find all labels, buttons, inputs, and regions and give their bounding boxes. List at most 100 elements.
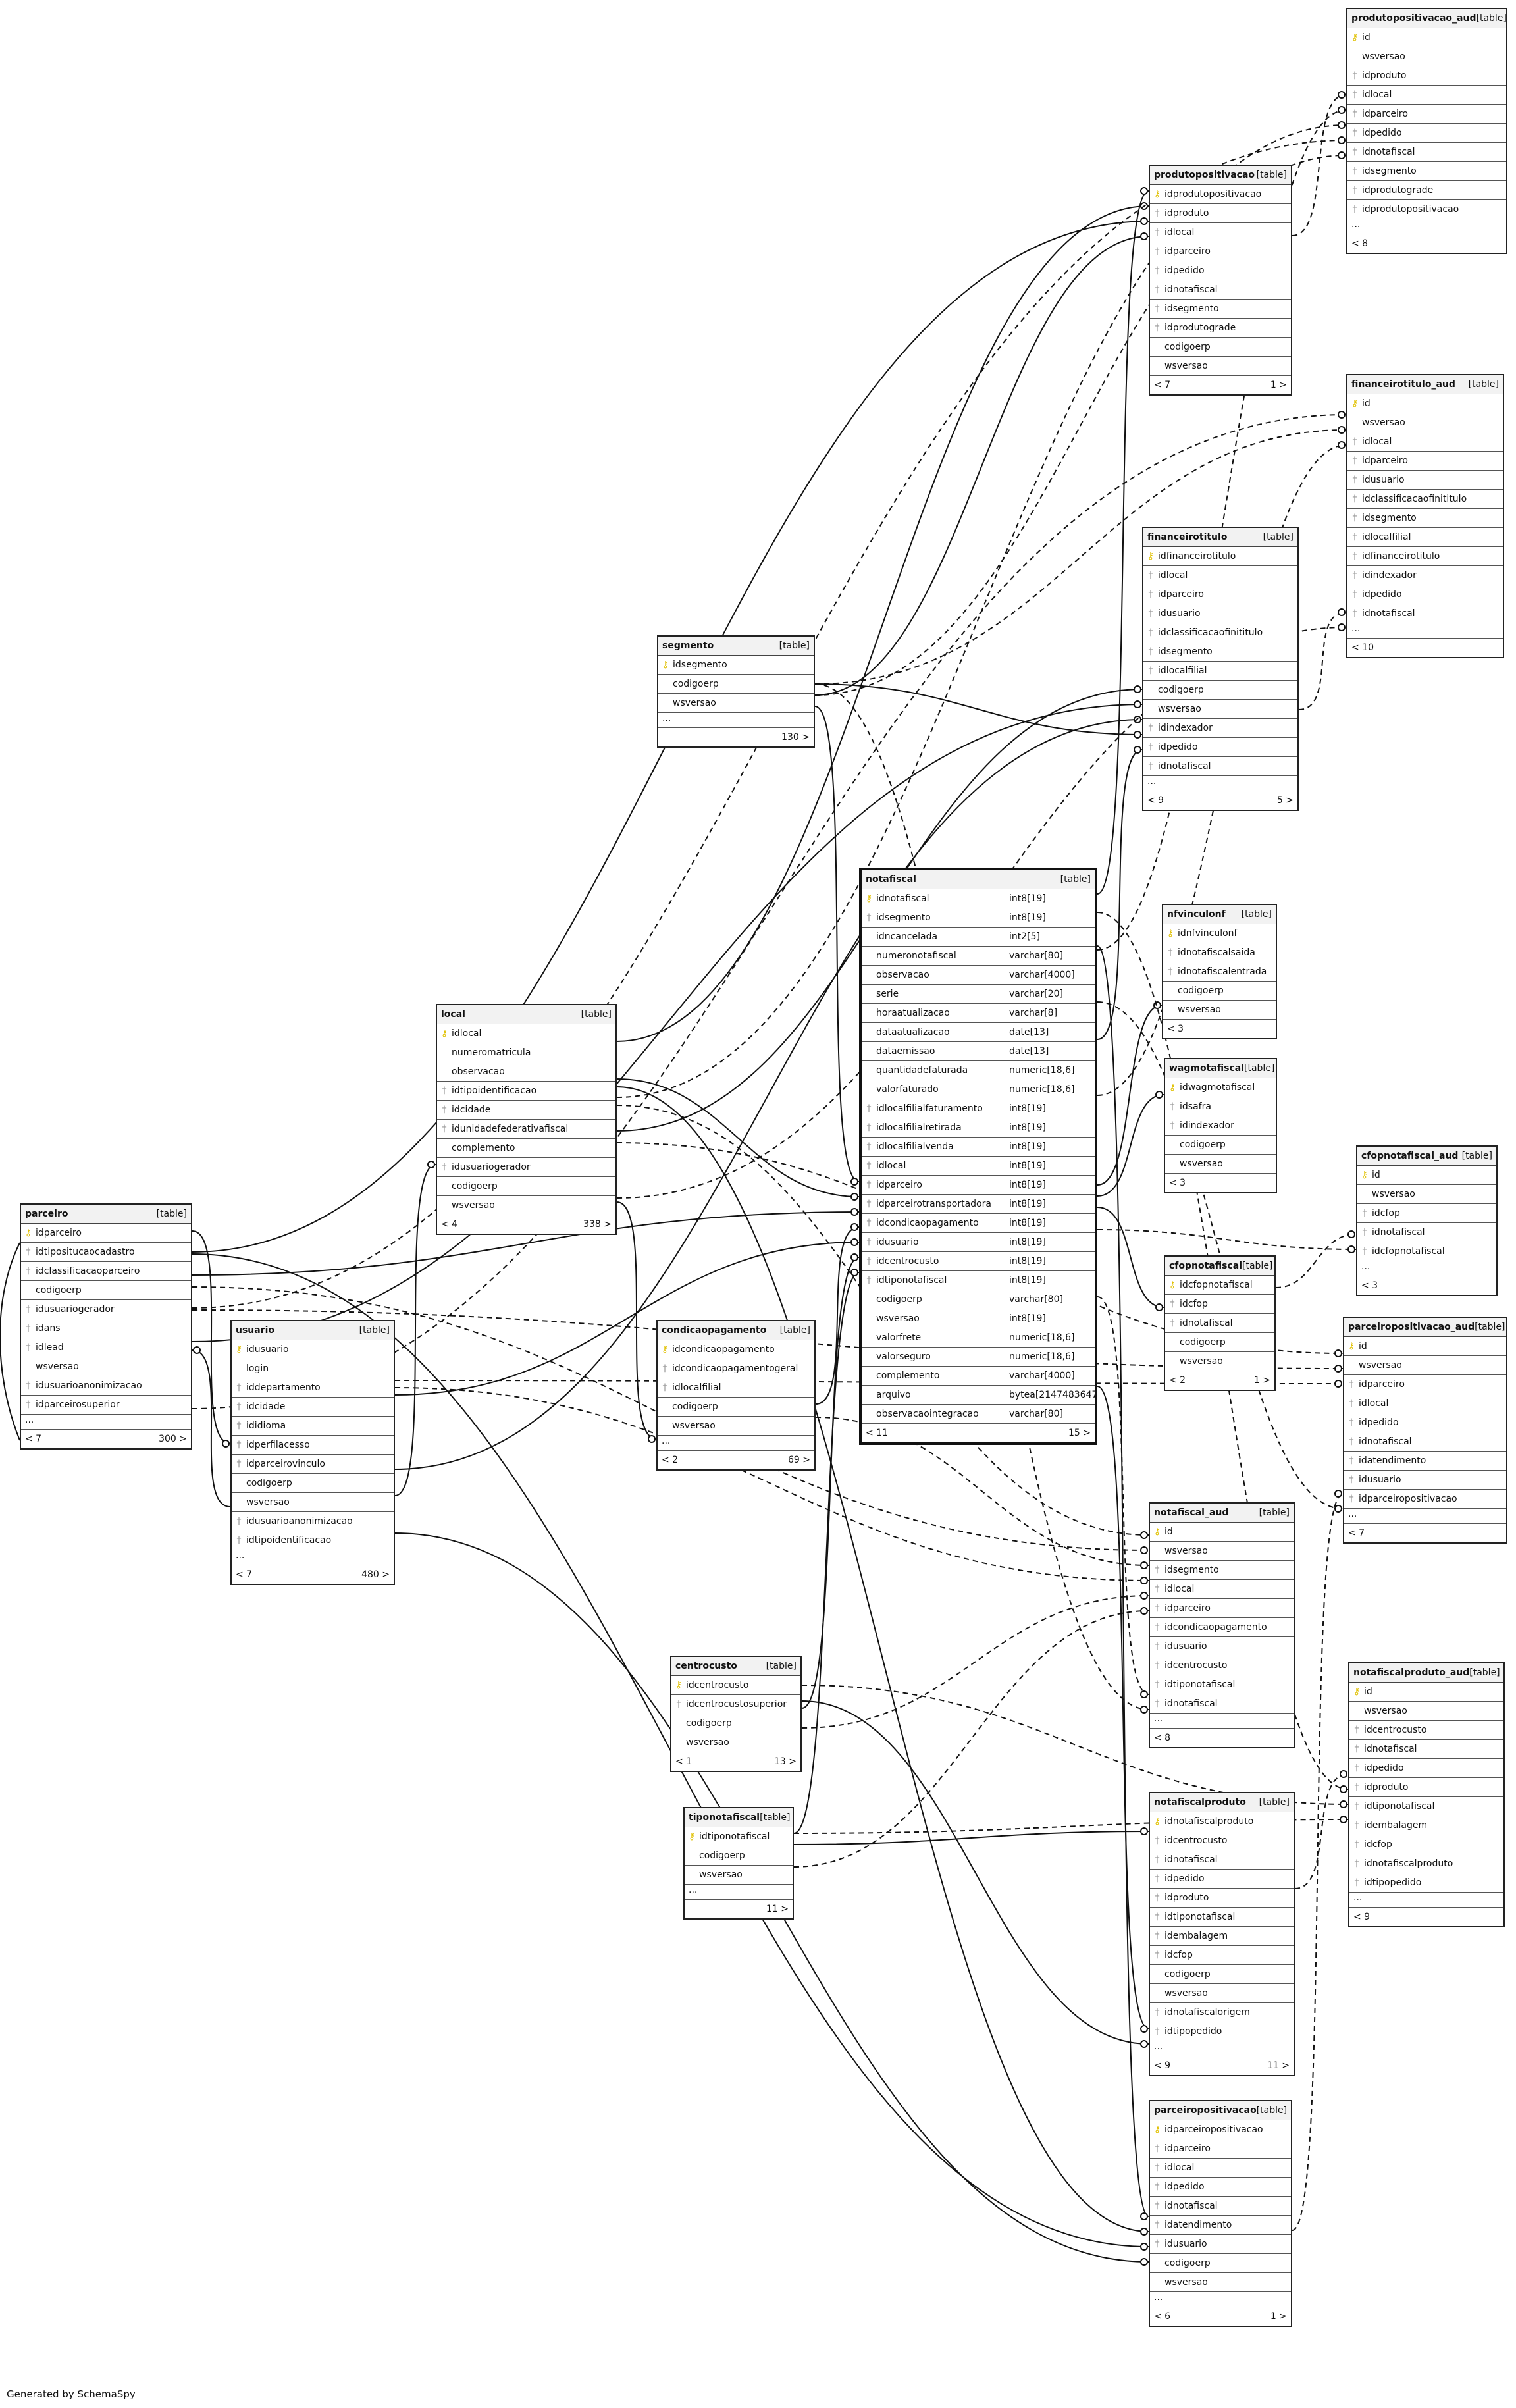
column-row[interactable]: †idindexador (1165, 1116, 1276, 1136)
column-row[interactable]: †idclassificacaoparceiro (21, 1262, 191, 1281)
column-row[interactable]: †idlocal (1347, 432, 1503, 452)
column-row[interactable]: †idatendimento (1150, 2216, 1291, 2235)
column-row[interactable]: †idtipoidentificacao (232, 1531, 394, 1550)
column-row[interactable]: ⚷idtiponotafiscal (685, 1827, 793, 1846)
column-row[interactable]: †idparceirovinculo (232, 1455, 394, 1474)
column-row[interactable]: codigoerp (1143, 681, 1297, 700)
column-row[interactable]: †ididioma (232, 1417, 394, 1436)
column-row[interactable]: ⚷id (1347, 394, 1503, 413)
column-row[interactable]: †idcentrocusto (1349, 1721, 1503, 1740)
column-row[interactable]: wsversao (437, 1196, 615, 1215)
column-row[interactable]: ⚷idparceiro (21, 1224, 191, 1243)
column-row[interactable]: login (232, 1359, 394, 1378)
column-row[interactable]: codigoerp (437, 1177, 615, 1196)
column-row[interactable]: †idsegmento (1150, 1561, 1294, 1580)
column-row[interactable]: †idlocal (1150, 2159, 1291, 2178)
column-row[interactable]: †idcentrocustosuperior (671, 1695, 800, 1714)
column-row[interactable]: †idnotafiscal (1349, 1740, 1503, 1759)
column-row[interactable]: †idprodutograde (1347, 181, 1506, 200)
table-parceiropositivacao[interactable]: parceiropositivacao[table]⚷idparceiropos… (1149, 2100, 1292, 2327)
column-row[interactable]: †idcondicaopagamentogeral (658, 1359, 814, 1378)
column-row[interactable]: †idembalagem (1349, 1816, 1503, 1835)
column-row[interactable]: wsversao (1165, 1155, 1276, 1174)
column-row[interactable]: †idatendimento (1344, 1452, 1506, 1471)
column-row[interactable]: wsversao (1163, 1001, 1276, 1020)
column-row[interactable]: ⚷idprodutopositivacao (1150, 185, 1291, 204)
column-row[interactable]: wsversao (1150, 1984, 1294, 2003)
column-row[interactable]: codigoerp (658, 1398, 814, 1417)
column-row[interactable]: codigoerp (1163, 982, 1276, 1001)
table-header[interactable]: usuario[table] (232, 1321, 394, 1340)
column-row[interactable]: †idusuario (1143, 604, 1297, 623)
column-row[interactable]: †idlead (21, 1338, 191, 1357)
column-row[interactable]: †idparceiro (1143, 585, 1297, 604)
column-row[interactable]: †idparceiro (1347, 105, 1506, 124)
column-row[interactable]: ⚷id (1347, 28, 1506, 47)
column-row[interactable]: wsversao (1344, 1356, 1506, 1375)
table-wagmotafiscal[interactable]: wagmotafiscal[table]⚷idwagmotafiscal†ids… (1164, 1058, 1277, 1193)
column-row[interactable]: ⚷id (1150, 1523, 1294, 1542)
column-row[interactable]: codigoerp (658, 675, 814, 694)
column-row[interactable]: wsversao (21, 1357, 191, 1376)
column-row[interactable]: †iddepartamento (232, 1378, 394, 1398)
table-header[interactable]: parceiropositivacao[table] (1150, 2101, 1291, 2120)
table-financeirotitulo[interactable]: financeirotitulo[table]⚷idfinanceirotitu… (1142, 527, 1299, 811)
column-row[interactable]: †idclassificacaofinititulo (1347, 490, 1503, 509)
column-row[interactable]: †idparceiro (1150, 2139, 1291, 2159)
column-row[interactable]: †idcfop (1150, 1946, 1294, 1965)
table-header[interactable]: notafiscal_aud[table] (1150, 1504, 1294, 1523)
column-row[interactable]: †idcidade (232, 1398, 394, 1417)
column-row[interactable]: †idnotafiscal (1347, 604, 1503, 623)
column-row[interactable]: †idnotafiscal (1150, 280, 1291, 300)
column-row[interactable]: †idnotafiscalsaida (1163, 943, 1276, 962)
column-row[interactable]: codigoerp (232, 1474, 394, 1493)
column-row[interactable]: †idans (21, 1319, 191, 1338)
table-header[interactable]: notafiscal[table] (862, 870, 1095, 889)
column-row[interactable]: codigoerp (21, 1281, 191, 1300)
column-row[interactable]: wsversao (671, 1733, 800, 1752)
column-row[interactable]: †idnotafiscalorigem (1150, 2003, 1294, 2022)
table-centrocusto[interactable]: centrocusto[table]⚷idcentrocusto†idcentr… (670, 1656, 802, 1772)
table-condicaopagamento[interactable]: condicaopagamento[table]⚷idcondicaopagam… (656, 1320, 816, 1471)
column-row[interactable]: †idusuarioanonimizacao (21, 1376, 191, 1396)
column-row[interactable]: wsversao (1347, 47, 1506, 66)
column-row[interactable]: †idpedido (1344, 1413, 1506, 1432)
column-row[interactable]: ⚷idnotafiscalproduto (1150, 1812, 1294, 1831)
column-row[interactable]: †idnotafiscal (1143, 757, 1297, 776)
column-row[interactable]: ⚷idcfopnotafiscal (1165, 1276, 1274, 1295)
column-row[interactable]: †idnotafiscal (1150, 1694, 1294, 1714)
column-row[interactable]: †idusuario (1344, 1471, 1506, 1490)
column-row[interactable]: codigoerp (685, 1846, 793, 1866)
table-header[interactable]: tiponotafiscal[table] (685, 1808, 793, 1827)
column-row[interactable]: †idtipositucaocadastro (21, 1243, 191, 1262)
column-row[interactable]: ⚷idcondicaopagamento (658, 1340, 814, 1359)
column-row[interactable]: †idnotafiscal (1357, 1223, 1496, 1242)
column-row[interactable]: †idpedido (1150, 2178, 1291, 2197)
table-header[interactable]: produtopositivacao_aud[table] (1347, 9, 1507, 28)
column-row[interactable]: wsversao (1165, 1352, 1274, 1371)
column-row[interactable]: †idnotafiscal (1150, 1850, 1294, 1870)
column-row[interactable]: †idnotafiscal (1150, 2197, 1291, 2216)
column-row[interactable]: wsversao (658, 1417, 814, 1436)
table-header[interactable]: notafiscalproduto_aud[table] (1349, 1663, 1503, 1683)
